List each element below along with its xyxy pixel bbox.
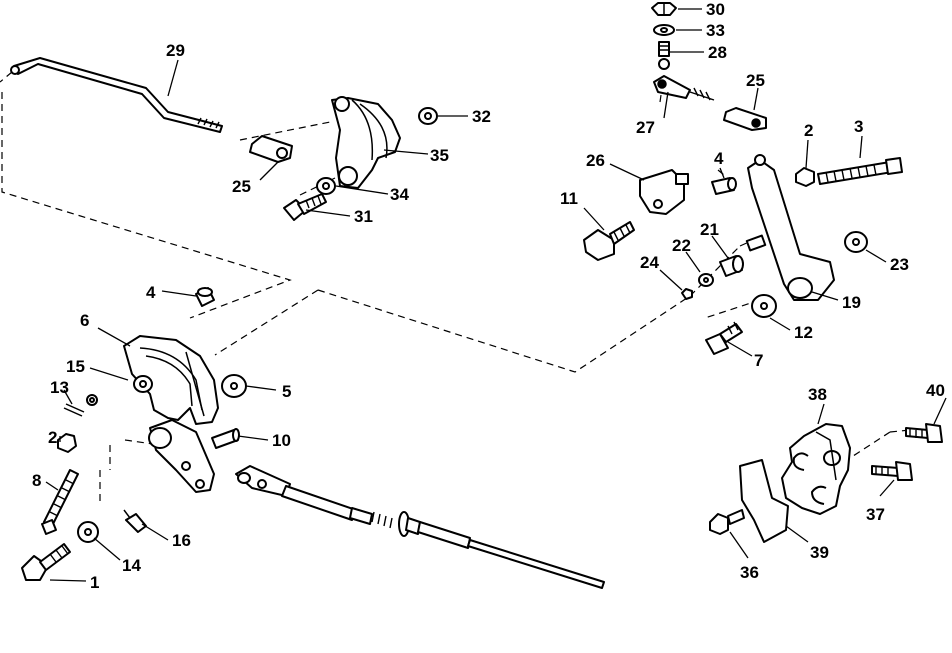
bushing-21 (719, 255, 744, 277)
cam-26 (639, 169, 689, 215)
callout-28: 28 (708, 43, 727, 62)
callout-12: 12 (794, 323, 813, 342)
callout-19: 19 (842, 293, 861, 312)
callout-35: 35 (430, 146, 449, 165)
callout-7: 7 (754, 351, 763, 370)
callout-36: 36 (740, 563, 759, 582)
callout-33: 33 (706, 21, 725, 40)
screw-11 (583, 221, 635, 261)
washer-14 (77, 521, 99, 543)
callout-21: 21 (700, 220, 719, 239)
washer-33 (653, 24, 675, 36)
bolt-1 (21, 543, 71, 581)
callout-27: 27 (636, 118, 655, 137)
screw-36 (709, 509, 745, 535)
callout-1: 1 (90, 573, 99, 592)
callout-24: 24 (640, 253, 659, 272)
washer-34 (316, 177, 336, 195)
callout-5: 5 (282, 382, 291, 401)
link-27 (653, 75, 715, 101)
callout-4-right: 4 (714, 149, 724, 168)
washer-32 (418, 107, 438, 125)
rod-end-25-right (723, 107, 767, 131)
link-rod-29 (10, 57, 223, 133)
screw-3 (817, 157, 903, 185)
ball-stud-28 (658, 41, 670, 70)
callout-25-left: 25 (232, 177, 251, 196)
rod-end-25-left (249, 135, 293, 163)
callout-40: 40 (926, 381, 945, 400)
washer-5 (221, 374, 247, 398)
washer-23 (844, 231, 868, 253)
callout-32: 32 (472, 107, 491, 126)
throttle-bracket-35 (331, 96, 401, 189)
callout-14: 14 (122, 556, 141, 575)
nut-2-left (57, 433, 77, 453)
screw-31 (283, 193, 327, 221)
clamp-bracket-38 (781, 423, 851, 515)
callout-29: 29 (166, 41, 185, 60)
washer-12 (751, 294, 777, 318)
callout-10: 10 (272, 431, 291, 450)
callout-3: 3 (854, 117, 863, 136)
pin-7 (705, 321, 743, 355)
callout-labels: 29 25 32 35 34 31 30 33 28 27 25 2 3 4 2… (32, 0, 945, 592)
callout-25-right: 25 (746, 71, 765, 90)
callout-26: 26 (586, 151, 605, 170)
small-washer-13 (86, 394, 98, 406)
bushing-4-right (711, 177, 737, 195)
callout-38: 38 (808, 385, 827, 404)
washer-15 (133, 375, 153, 393)
callout-23: 23 (890, 255, 909, 274)
callout-8: 8 (32, 471, 41, 490)
screw-37 (871, 461, 913, 481)
throttle-cable (235, 465, 605, 589)
callout-13: 13 (50, 378, 69, 397)
callout-37: 37 (866, 505, 885, 524)
cotter-16 (123, 509, 147, 533)
callout-15: 15 (66, 357, 85, 376)
throttle-cam-6 (123, 335, 219, 425)
nut-24 (681, 288, 693, 300)
callout-2-right: 2 (804, 121, 813, 140)
callout-30: 30 (706, 0, 725, 19)
callout-22: 22 (672, 236, 691, 255)
cotter-pin-13 (63, 403, 85, 417)
callout-34: 34 (390, 185, 409, 204)
shim-39 (739, 459, 789, 543)
callout-11: 11 (560, 189, 578, 208)
bushing-4-left (195, 287, 215, 307)
washer-22 (698, 273, 714, 287)
cam-follower-19 (745, 154, 835, 301)
callout-16: 16 (172, 531, 191, 550)
leader-lines (45, 8, 947, 582)
assembly-guide-lines (0, 71, 931, 505)
callout-31: 31 (354, 207, 373, 226)
nut-30 (651, 2, 677, 16)
nut-2-right (795, 167, 815, 187)
pin-10 (211, 428, 240, 449)
callout-4-left: 4 (146, 283, 156, 302)
callout-39: 39 (810, 543, 829, 562)
callout-6: 6 (80, 311, 89, 330)
screw-40 (905, 423, 943, 443)
callout-2-left: 2 (48, 428, 57, 447)
throttle-arm (148, 419, 215, 493)
screw-8 (41, 469, 79, 535)
